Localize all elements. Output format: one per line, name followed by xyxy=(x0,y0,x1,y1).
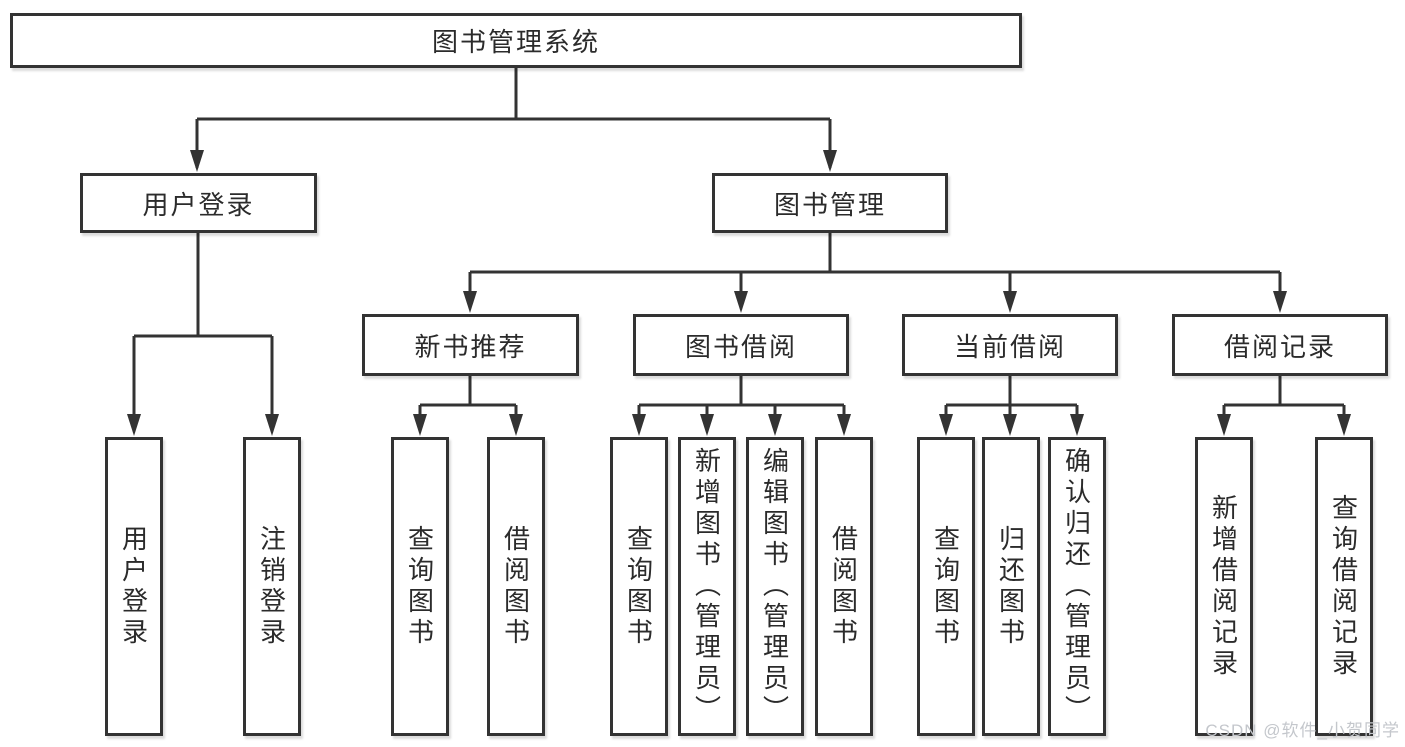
node-confirm-return-admin: 确认归还（管理员） xyxy=(1048,437,1106,736)
node-query-books-borrow: 查询图书 xyxy=(610,437,668,736)
connector-book-management-level3 xyxy=(468,233,1282,308)
connector-records-children xyxy=(1222,376,1346,431)
node-add-borrow-record: 新增借阅记录 xyxy=(1195,437,1253,736)
node-current-borrow: 当前借阅 xyxy=(902,314,1118,376)
node-query-books-current: 查询图书 xyxy=(917,437,975,736)
node-edit-book-admin: 编辑图书（管理员） xyxy=(746,437,804,736)
connector-root-to-level2 xyxy=(195,68,832,168)
csdn-watermark: CSDN @软件_小贺同学 xyxy=(1205,721,1400,740)
node-borrow-books-recommend: 借阅图书 xyxy=(487,437,545,736)
node-add-book-admin: 新增图书（管理员） xyxy=(678,437,736,736)
node-borrow-records: 借阅记录 xyxy=(1172,314,1388,376)
node-query-books-recommend: 查询图书 xyxy=(391,437,449,736)
node-user-login: 用户登录 xyxy=(80,173,317,233)
node-borrow-books-action: 借阅图书 xyxy=(815,437,873,736)
connector-user-login-children xyxy=(132,233,274,431)
node-book-management: 图书管理 xyxy=(712,173,948,233)
arrowheads xyxy=(127,150,1351,436)
node-new-book-recommend: 新书推荐 xyxy=(362,314,579,376)
node-return-book: 归还图书 xyxy=(982,437,1040,736)
connector-new-book-children xyxy=(418,376,518,431)
node-user-login-action: 用户登录 xyxy=(105,437,163,736)
node-query-borrow-record: 查询借阅记录 xyxy=(1315,437,1373,736)
node-logout-action: 注销登录 xyxy=(243,437,301,736)
node-library-system: 图书管理系统 xyxy=(10,13,1022,68)
node-book-borrow: 图书借阅 xyxy=(633,314,849,376)
connector-book-borrow-children xyxy=(637,376,846,431)
